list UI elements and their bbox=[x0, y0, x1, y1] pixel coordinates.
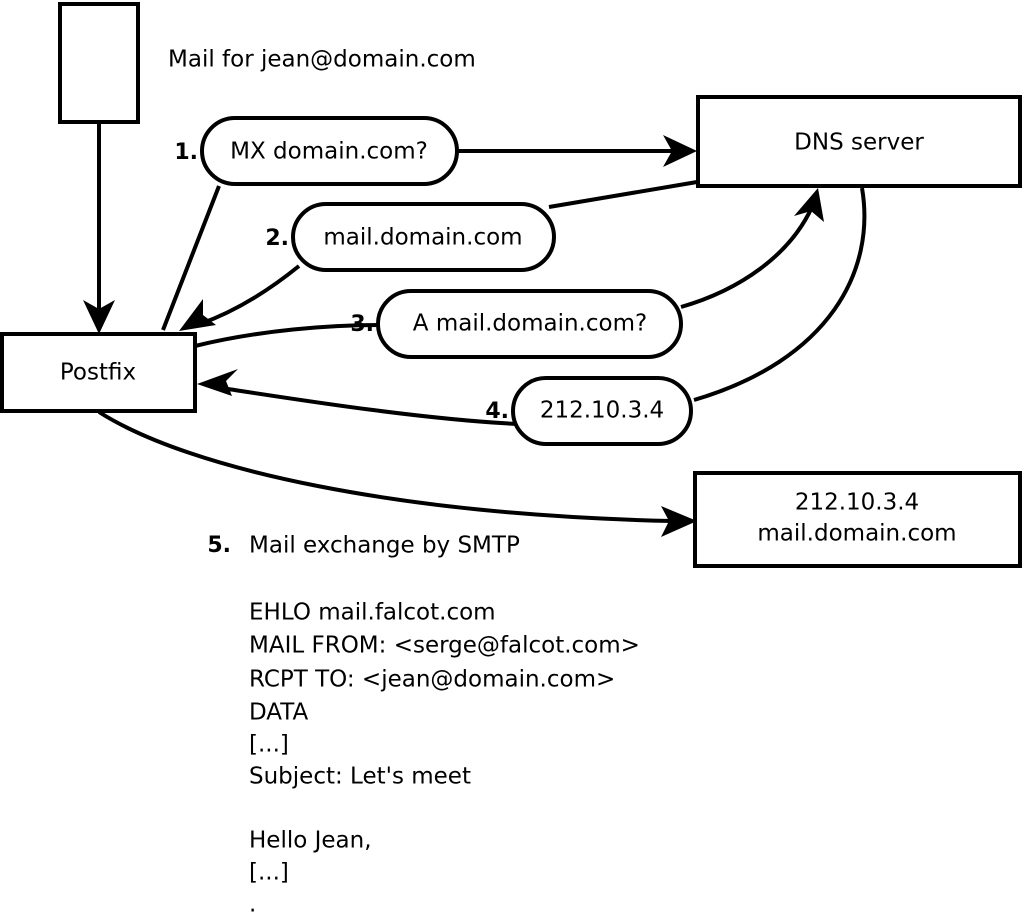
step-5-caption: 5. Mail exchange by SMTP bbox=[207, 533, 520, 559]
smtp-transcript-line-2: RCPT TO: <jean@domain.com> bbox=[249, 667, 615, 693]
postfix-box: Postfix bbox=[0, 332, 197, 413]
smtp-transcript-line-7: Hello Jean, bbox=[249, 828, 372, 854]
step-4-number: 4. bbox=[485, 399, 509, 424]
connector-step3-to-dns bbox=[680, 188, 824, 309]
smtp-transcript-line-1: MAIL FROM: <serge@falcot.com> bbox=[249, 633, 640, 659]
step-3-bubble: A mail.domain.com? 3. bbox=[350, 289, 683, 359]
smtp-transcript: EHLO mail.falcot.com MAIL FROM: <serge@f… bbox=[249, 600, 640, 918]
step-1-bubble-label: MX domain.com? bbox=[230, 139, 428, 165]
step-3-number: 3. bbox=[350, 312, 374, 337]
step-1-bubble: MX domain.com? 1. bbox=[174, 116, 459, 186]
mail-server-box: 212.10.3.4 mail.domain.com bbox=[693, 471, 1022, 568]
connector-dns-to-step2 bbox=[548, 180, 698, 209]
postfix-box-label: Postfix bbox=[60, 360, 136, 386]
connector-step2-to-postfix bbox=[179, 264, 301, 331]
connector-postfix-to-step1 bbox=[161, 185, 221, 331]
mail-server-box-ip: 212.10.3.4 bbox=[795, 490, 919, 516]
connector-postfix-to-mail-server bbox=[97, 410, 697, 537]
step-5-label: Mail exchange by SMTP bbox=[249, 533, 520, 559]
step-4-bubble-label: 212.10.3.4 bbox=[540, 398, 664, 424]
sender-box bbox=[58, 2, 140, 124]
connector-step1-to-dns bbox=[457, 135, 697, 167]
connector-step4-to-postfix bbox=[197, 369, 518, 426]
smtp-transcript-line-8: [...] bbox=[249, 860, 289, 886]
connector-postfix-to-step3 bbox=[194, 323, 381, 348]
step-2-bubble-label: mail.domain.com bbox=[323, 225, 522, 251]
smtp-transcript-line-0: EHLO mail.falcot.com bbox=[249, 600, 496, 626]
connector-sender-to-postfix bbox=[83, 123, 115, 334]
step-3-bubble-label: A mail.domain.com? bbox=[413, 311, 647, 337]
step-1-number: 1. bbox=[174, 140, 198, 165]
mail-server-box-hostname: mail.domain.com bbox=[757, 521, 956, 547]
dns-server-box-label: DNS server bbox=[794, 130, 924, 156]
smtp-transcript-line-10: . bbox=[249, 892, 256, 918]
step-2-number: 2. bbox=[265, 226, 289, 251]
step-4-bubble: 212.10.3.4 4. bbox=[485, 376, 693, 446]
smtp-transcript-line-5: Subject: Let's meet bbox=[249, 764, 471, 790]
smtp-transcript-line-4: [...] bbox=[249, 732, 289, 758]
step-5-number: 5. bbox=[207, 533, 231, 558]
step-2-bubble: mail.domain.com 2. bbox=[265, 202, 556, 272]
connector-dns-to-step4 bbox=[693, 187, 867, 402]
smtp-transcript-line-3: DATA bbox=[249, 700, 309, 726]
mail-for-caption: Mail for jean@domain.com bbox=[168, 47, 476, 73]
dns-server-box: DNS server bbox=[696, 95, 1022, 188]
